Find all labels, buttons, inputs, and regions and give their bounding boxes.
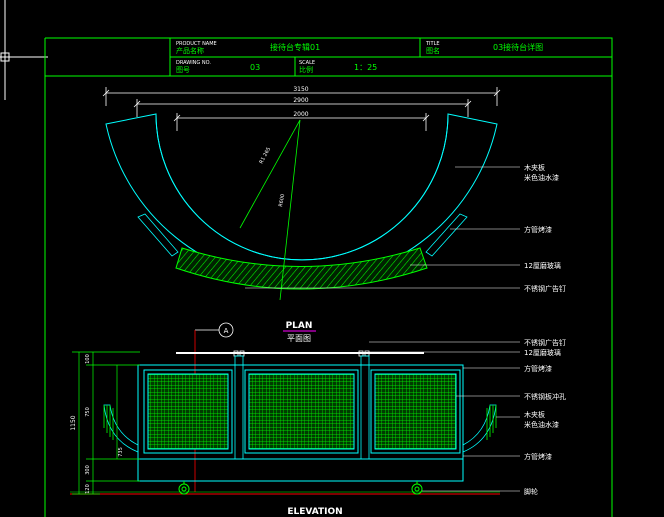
- callout-elev-7: 脚轮: [524, 487, 538, 496]
- dim-inner: 2000: [293, 111, 308, 118]
- plan-label-en: PLAN: [286, 321, 313, 331]
- radius-1: R1 265: [258, 146, 272, 165]
- dim-total: 1150: [70, 415, 77, 430]
- callout-elev-2: 方管烤漆: [524, 364, 552, 373]
- drawing-no-value: 03: [250, 63, 260, 72]
- elevation-dims: [72, 351, 140, 495]
- perforated-panels: [143, 369, 461, 454]
- title-label-en: TITLE: [425, 41, 440, 47]
- callout-plan-0: 木夹板: [524, 163, 545, 172]
- dim-stack-1: 750: [85, 407, 91, 417]
- product-name-value: 接待台专辑01: [270, 42, 320, 52]
- drawing-no-label-en: DRAWING NO.: [176, 60, 211, 66]
- plan-counter: [105, 113, 498, 283]
- drawing-frame: [44, 37, 613, 517]
- cursor-crosshair: [0, 0, 48, 100]
- dim-inner: 735: [118, 447, 124, 457]
- plan-dimensions: [102, 87, 501, 131]
- scale-label-en: SCALE: [299, 60, 315, 66]
- plan-fin-left: [137, 213, 179, 257]
- callout-elev-3: 不锈钢板冲孔: [524, 392, 566, 401]
- title-label-cn: 图名: [426, 46, 440, 55]
- elevation-dim-text: 1150 100 750 300 120 735: [70, 354, 124, 494]
- elevation-plinth: [137, 458, 464, 482]
- radius-2: R600: [278, 193, 286, 207]
- plan-leaders: [245, 166, 520, 289]
- dim-stack-2: 300: [85, 465, 91, 475]
- callout-elev-0: 不锈钢广告钉: [524, 338, 566, 347]
- callout-elev-1: 12厘磨玻璃: [524, 348, 561, 357]
- callout-plan-1: 米色油水漆: [524, 173, 559, 182]
- drawing-no-label-cn: 图号: [176, 66, 190, 74]
- plan-radius-lines: [239, 119, 301, 301]
- plan-glass-band: [175, 247, 428, 290]
- callout-plan-2: 方管烤漆: [524, 225, 552, 234]
- plan-dim-text: 3150 2900 2000: [293, 86, 308, 118]
- callout-elev-4: 木夹板: [524, 410, 545, 419]
- title-value: 03接待台详图: [493, 42, 543, 52]
- dim-stack-0: 100: [85, 354, 91, 364]
- plan-label-cn: 平面图: [287, 334, 311, 343]
- dim-mid: 2900: [293, 97, 308, 104]
- section-mark-letter: A: [224, 327, 229, 335]
- callout-plan-3: 12厘磨玻璃: [524, 261, 561, 270]
- elevation-leaders: [369, 341, 520, 492]
- plan-callouts: 木夹板 米色油水漆 方管烤漆 12厘磨玻璃 不锈钢广告钉: [524, 163, 566, 293]
- product-name-label-cn: 产品名称: [176, 46, 204, 55]
- plan-fin-right: [425, 213, 468, 257]
- elevation-callouts: 不锈钢广告钉 12厘磨玻璃 方管烤漆 不锈钢板冲孔 木夹板 米色油水漆 方管烤漆…: [524, 338, 566, 496]
- dim-overall: 3150: [293, 86, 308, 93]
- callout-elev-6: 方管烤漆: [524, 452, 552, 461]
- scale-label-cn: 比例: [299, 65, 313, 74]
- callout-elev-5: 米色油水漆: [524, 420, 559, 429]
- plan-label: PLAN 平面图: [283, 321, 316, 343]
- dim-stack-3: 120: [85, 484, 91, 494]
- side-hatch: [103, 405, 497, 440]
- caster-wheels: [178, 481, 423, 495]
- title-block: PRODUCT NAME 产品名称 接待台专辑01 TITLE 图名 03接待台…: [176, 41, 543, 74]
- product-name-label-en: PRODUCT NAME: [176, 41, 217, 47]
- scale-value: 1：25: [354, 63, 377, 72]
- callout-plan-4: 不锈钢广告钉: [524, 284, 566, 293]
- elevation-label: ELEVATION: [287, 507, 342, 517]
